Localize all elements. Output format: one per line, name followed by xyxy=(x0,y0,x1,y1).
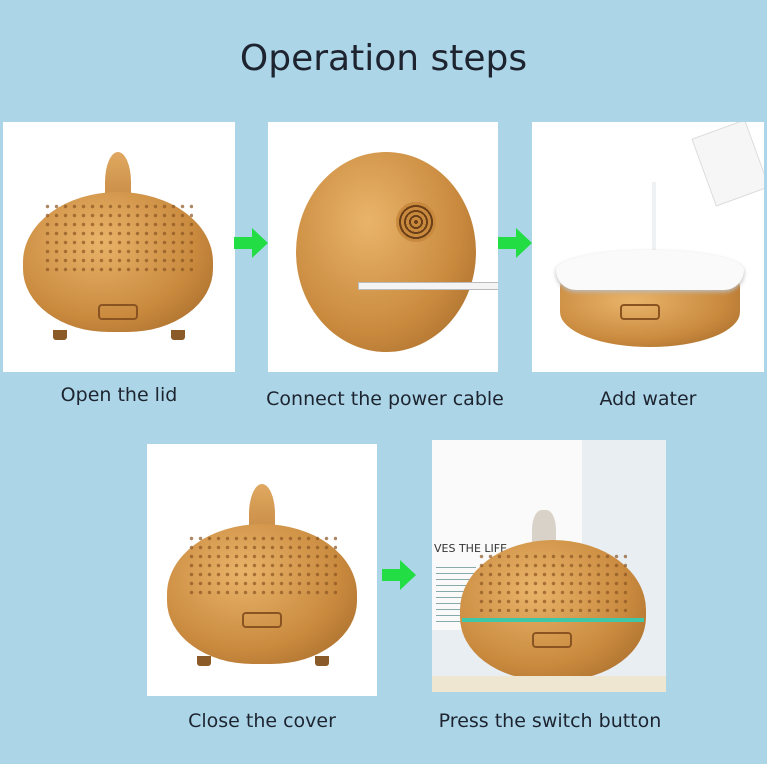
arrow-right-icon xyxy=(382,560,416,590)
step-4-image xyxy=(147,444,377,696)
arrow-right-icon xyxy=(498,228,532,258)
step-3-image xyxy=(532,122,764,372)
photo-text: VES THE LIFE xyxy=(434,542,508,555)
speaker-grille-icon xyxy=(396,202,436,242)
step-5-image: VES THE LIFE xyxy=(432,440,666,692)
step-5-label: Press the switch button xyxy=(438,710,662,732)
step-2-label: Connect the power cable xyxy=(266,388,504,410)
step-2-image xyxy=(268,122,498,372)
step-1-image xyxy=(3,122,235,372)
page-title: Operation steps xyxy=(239,38,528,79)
step-3-label: Add water xyxy=(599,388,697,410)
step-1-label: Open the lid xyxy=(60,384,178,406)
arrow-right-icon xyxy=(234,228,268,258)
step-4-label: Close the cover xyxy=(188,710,336,732)
